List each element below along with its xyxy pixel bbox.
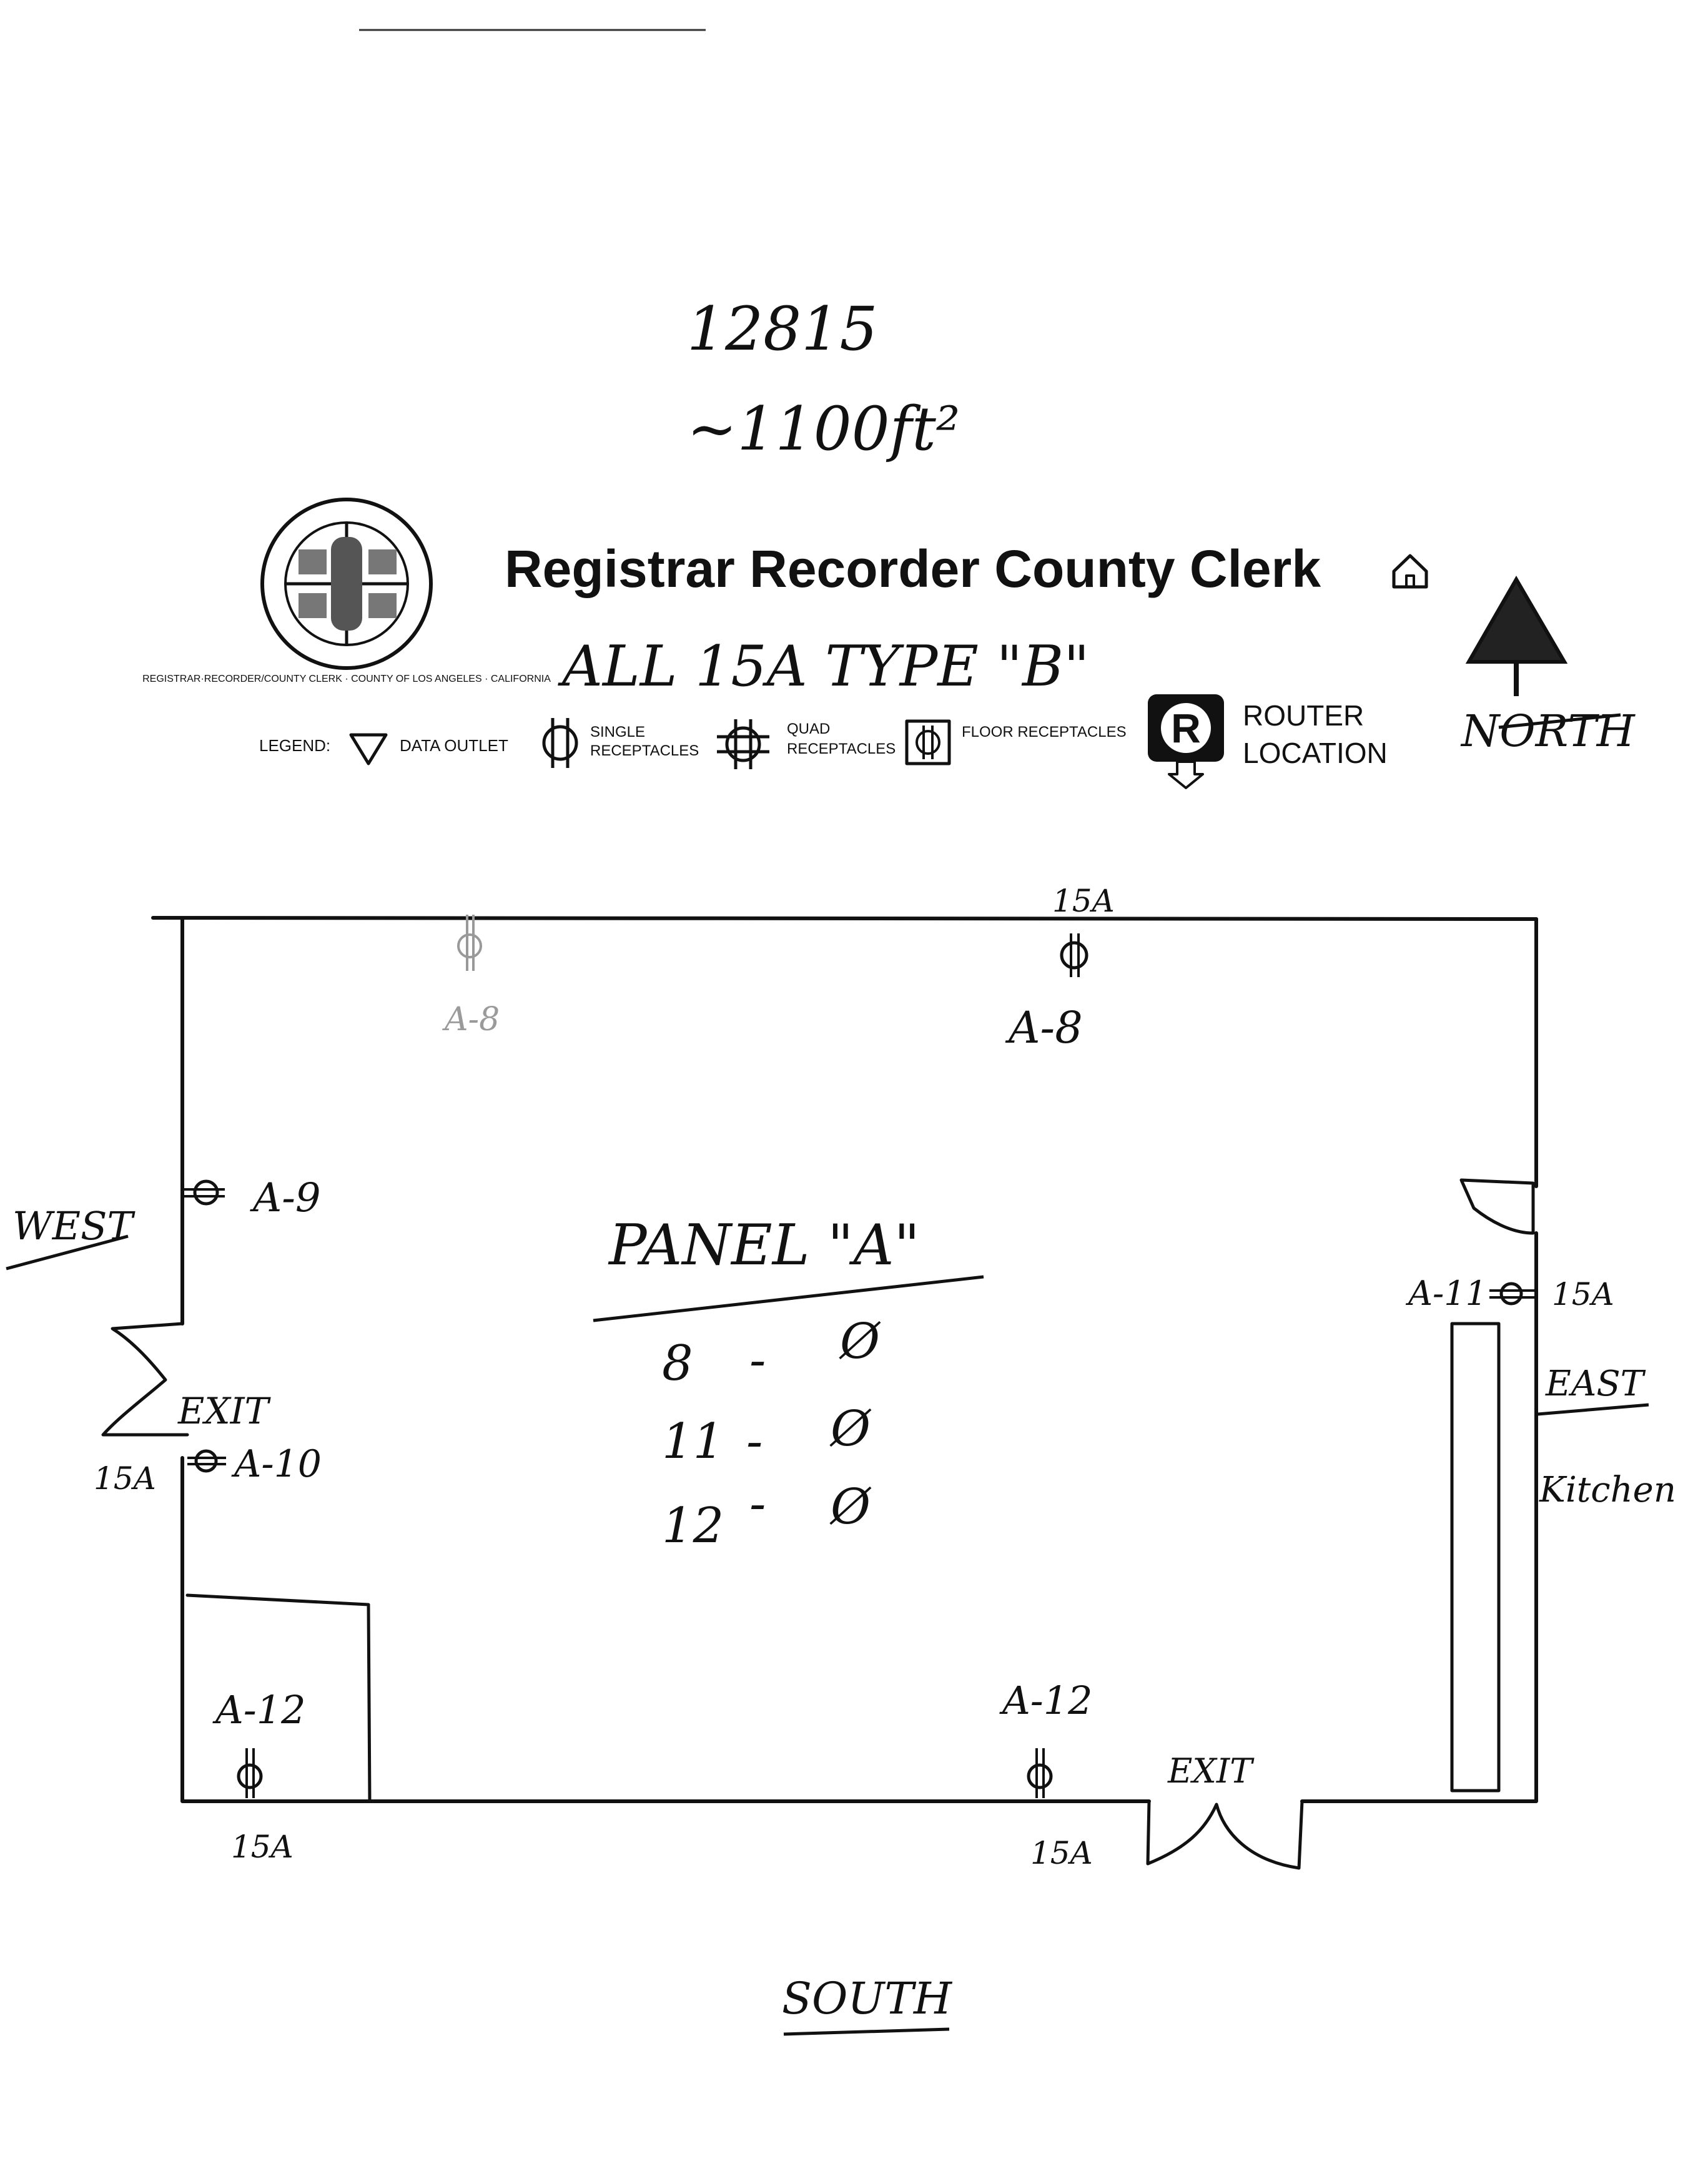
area-note: ~1100ft² — [687, 394, 960, 464]
router-letter: R — [1171, 705, 1201, 751]
room-outline — [101, 916, 1538, 1870]
legend-router-line2: LOCATION — [1243, 737, 1388, 769]
legend-router-line1: ROUTER — [1243, 699, 1364, 732]
kitchen-partition — [1450, 1322, 1501, 1793]
west-exit-door — [101, 1322, 189, 1437]
legend-quad-line1: QUAD — [787, 721, 830, 737]
outlet-id: A-11 — [1405, 1274, 1487, 1313]
single-receptacle-icon — [542, 718, 578, 768]
single-receptacle-icon — [187, 1449, 226, 1473]
outlet-id: A-8 — [1005, 1002, 1083, 1053]
outlet-id: A-12 — [999, 1678, 1093, 1723]
router-icon: R — [1148, 694, 1224, 789]
outlet-amps: 15A — [1552, 1276, 1614, 1312]
compass-south: SOUTH — [782, 1973, 953, 2024]
south-exit-label: EXIT — [1167, 1751, 1255, 1791]
legend-single-line1: SINGLE — [590, 724, 645, 740]
outlet-amps: 15A — [94, 1460, 156, 1497]
kitchen-label: Kitchen — [1539, 1470, 1676, 1510]
outlet-id-faded: A-8 — [442, 1001, 500, 1038]
single-receptacle-icon — [184, 1179, 225, 1206]
legend: LEGEND: DATA OUTLET SINGLE RECEPTACLES Q… — [259, 694, 1388, 789]
site-number: 12815 — [687, 294, 877, 364]
compass-west: WEST — [12, 1203, 136, 1249]
north-underline — [1498, 713, 1621, 729]
east-door — [1459, 1178, 1535, 1235]
panel-circuit-dash: - — [749, 1332, 766, 1389]
outlet-id: A-10 — [231, 1442, 322, 1486]
single-receptacle-icon — [1489, 1282, 1536, 1306]
panel-circuit-number: 12 — [662, 1498, 724, 1554]
west-exit-label: EXIT — [177, 1390, 272, 1432]
outlet-id: A-9 — [250, 1175, 321, 1221]
outlet-id: A-12 — [212, 1687, 306, 1733]
west-underline — [6, 1234, 129, 1271]
south-underline — [783, 2027, 950, 2036]
legend-label: LEGEND: — [259, 736, 330, 755]
panel-circuit-dash: - — [749, 1476, 766, 1532]
panel-circuit-number: 8 — [662, 1335, 693, 1392]
legend-floor-label: FLOOR RECEPTACLES — [962, 724, 1127, 740]
home-icon — [1392, 554, 1428, 589]
legend-single-line2: RECEPTACLES — [590, 742, 699, 759]
panel-title-underline — [593, 1275, 984, 1322]
county-seal: REGISTRAR·RECORDER/COUNTY CLERK · COUNTY… — [142, 498, 551, 684]
seal-ring-text: REGISTRAR·RECORDER/COUNTY CLERK · COUNTY… — [142, 674, 551, 684]
quad-receptacle-icon — [717, 719, 769, 769]
single-receptacle-icon — [457, 915, 482, 971]
north-arrow-icon — [1465, 576, 1568, 696]
panel-circuit-dash: - — [746, 1414, 763, 1470]
legend-quad-line2: RECEPTACLES — [787, 740, 896, 757]
southwest-closet — [185, 1593, 372, 1803]
data-outlet-icon — [349, 733, 388, 765]
panel-schedule: PANEL "A" 8 - Ø 11 - Ø 12 - Ø — [593, 1213, 984, 1554]
floor-receptacle-icon — [905, 719, 951, 765]
single-receptacle-icon — [1027, 1748, 1053, 1798]
panel-circuit-symbol: Ø — [829, 1401, 872, 1457]
panel-circuit-number: 11 — [662, 1414, 724, 1470]
panel-title: PANEL "A" — [608, 1213, 920, 1278]
compass-east: EAST — [1545, 1364, 1646, 1404]
single-receptacle-icon — [237, 1748, 263, 1798]
single-receptacle-icon — [1060, 933, 1088, 977]
east-underline — [1537, 1403, 1649, 1416]
receptacle-note: ALL 15A TYPE "B" — [558, 634, 1090, 699]
outlet-amps: 15A — [1030, 1835, 1093, 1871]
compass-north: NORTH — [1460, 706, 1636, 757]
page-title: Registrar Recorder County Clerk — [505, 539, 1321, 598]
south-exit-door — [1146, 1799, 1304, 1870]
panel-circuit-symbol: Ø — [839, 1314, 881, 1370]
outlet-amps: 15A — [1052, 883, 1115, 919]
outlet-amps: 15A — [231, 1829, 294, 1865]
legend-data-outlet-label: DATA OUTLET — [400, 736, 508, 755]
panel-circuit-symbol: Ø — [829, 1479, 872, 1535]
